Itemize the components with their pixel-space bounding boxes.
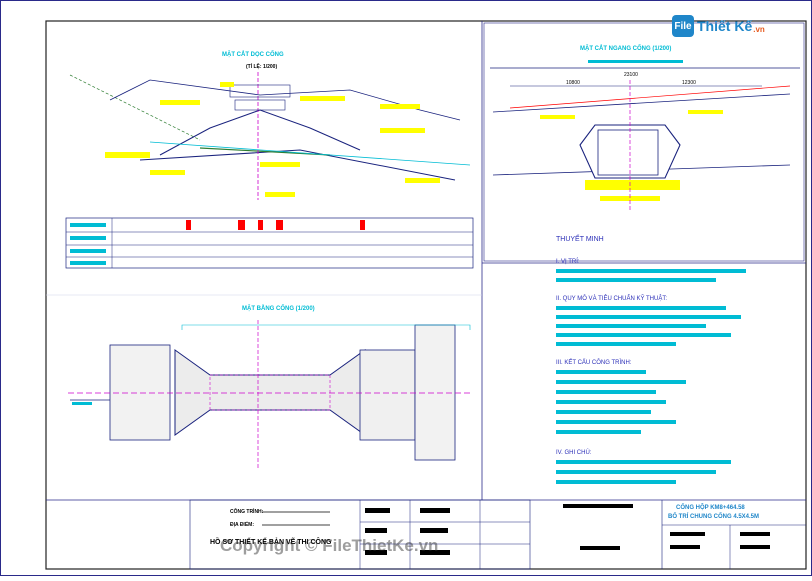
document-title: HỒ SƠ THIẾT KẾ BẢN VẼ THI CÔNG — [210, 539, 332, 546]
longitudinal-section — [69, 72, 471, 200]
drawing-name-line-1: CỐNG HỘP KM8+464.58 — [676, 505, 745, 511]
cross-section-title: MẶT CẮT NGANG CỐNG (1/200) — [580, 46, 672, 52]
notes-heading: THUYẾT MINH — [556, 236, 604, 243]
longitudinal-table — [65, 217, 474, 269]
copyright-watermark: Copyright © FileThietKe.vn — [220, 536, 439, 555]
work-label: CÔNG TRÌNH: — [230, 509, 264, 515]
logo-mark: File — [672, 15, 694, 37]
plan-view — [68, 320, 471, 470]
notes-section-1: I. VỊ TRÍ: — [556, 259, 580, 265]
longitudinal-section-scale: (TỈ LỆ: 1/200) — [246, 64, 278, 70]
dim-total: 23100 — [624, 72, 638, 78]
cross-section — [490, 60, 800, 210]
site-logo[interactable]: File Thiết Kế .vn — [672, 14, 765, 38]
notes-section-4: IV. GHI CHÚ: — [556, 450, 592, 456]
longitudinal-section-title: MẶT CẮT DỌC CỐNG — [222, 52, 284, 58]
notes-section-2: II. QUY MÔ VÀ TIÊU CHUẨN KỸ THUẬT: — [556, 296, 668, 302]
drawing-name-line-2: BỐ TRÍ CHUNG CỐNG 4.5X4.5M — [668, 514, 760, 520]
dim-left: 10800 — [566, 80, 580, 86]
title-block-frame — [189, 499, 806, 570]
logo-domain: .vn — [753, 24, 765, 34]
plan-view-title: MẶT BẰNG CỐNG (1/200) — [242, 306, 315, 312]
notes-lines — [556, 269, 746, 484]
location-label: ĐỊA ĐIỂM: — [230, 522, 254, 528]
logo-name: Thiết Kế — [697, 18, 753, 34]
notes-section-3: III. KẾT CẤU CÔNG TRÌNH: — [556, 360, 632, 366]
dim-right: 12300 — [682, 80, 696, 86]
